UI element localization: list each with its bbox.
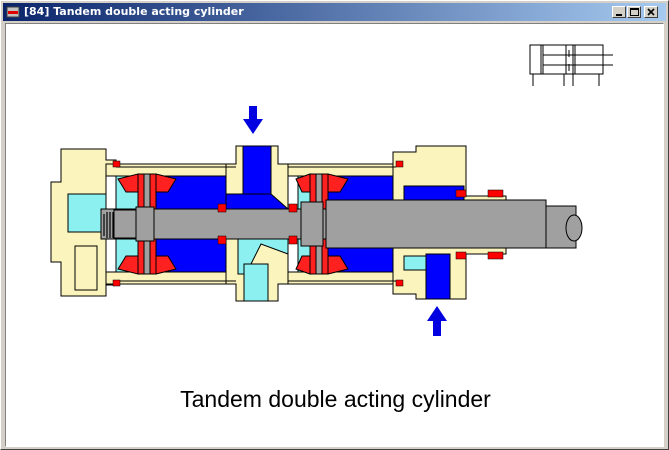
down-arrow-icon xyxy=(243,106,263,134)
cylinder-symbol xyxy=(529,44,613,86)
cylinder-diagram xyxy=(50,44,613,336)
threaded-end xyxy=(103,212,114,238)
close-button[interactable] xyxy=(644,6,658,18)
diagram-caption: Tandem double acting cylinder xyxy=(180,386,491,412)
piston-rod xyxy=(100,199,583,249)
tie-rods xyxy=(116,166,396,282)
app-icon[interactable] xyxy=(6,5,20,19)
rod-seals xyxy=(217,203,298,245)
maximize-icon xyxy=(630,8,639,16)
minimize-button[interactable] xyxy=(612,6,626,18)
barrel-seals xyxy=(112,160,504,287)
minimize-icon xyxy=(616,14,622,16)
maximize-button[interactable] xyxy=(627,6,641,18)
client-area: Tandem double acting cylinder xyxy=(5,23,664,447)
title-bar[interactable]: [84] Tandem double acting cylinder xyxy=(3,3,666,21)
up-arrow-icon xyxy=(427,306,447,336)
left-end-cap xyxy=(50,148,117,297)
window-title: [84] Tandem double acting cylinder xyxy=(24,5,244,18)
close-icon xyxy=(647,8,655,16)
